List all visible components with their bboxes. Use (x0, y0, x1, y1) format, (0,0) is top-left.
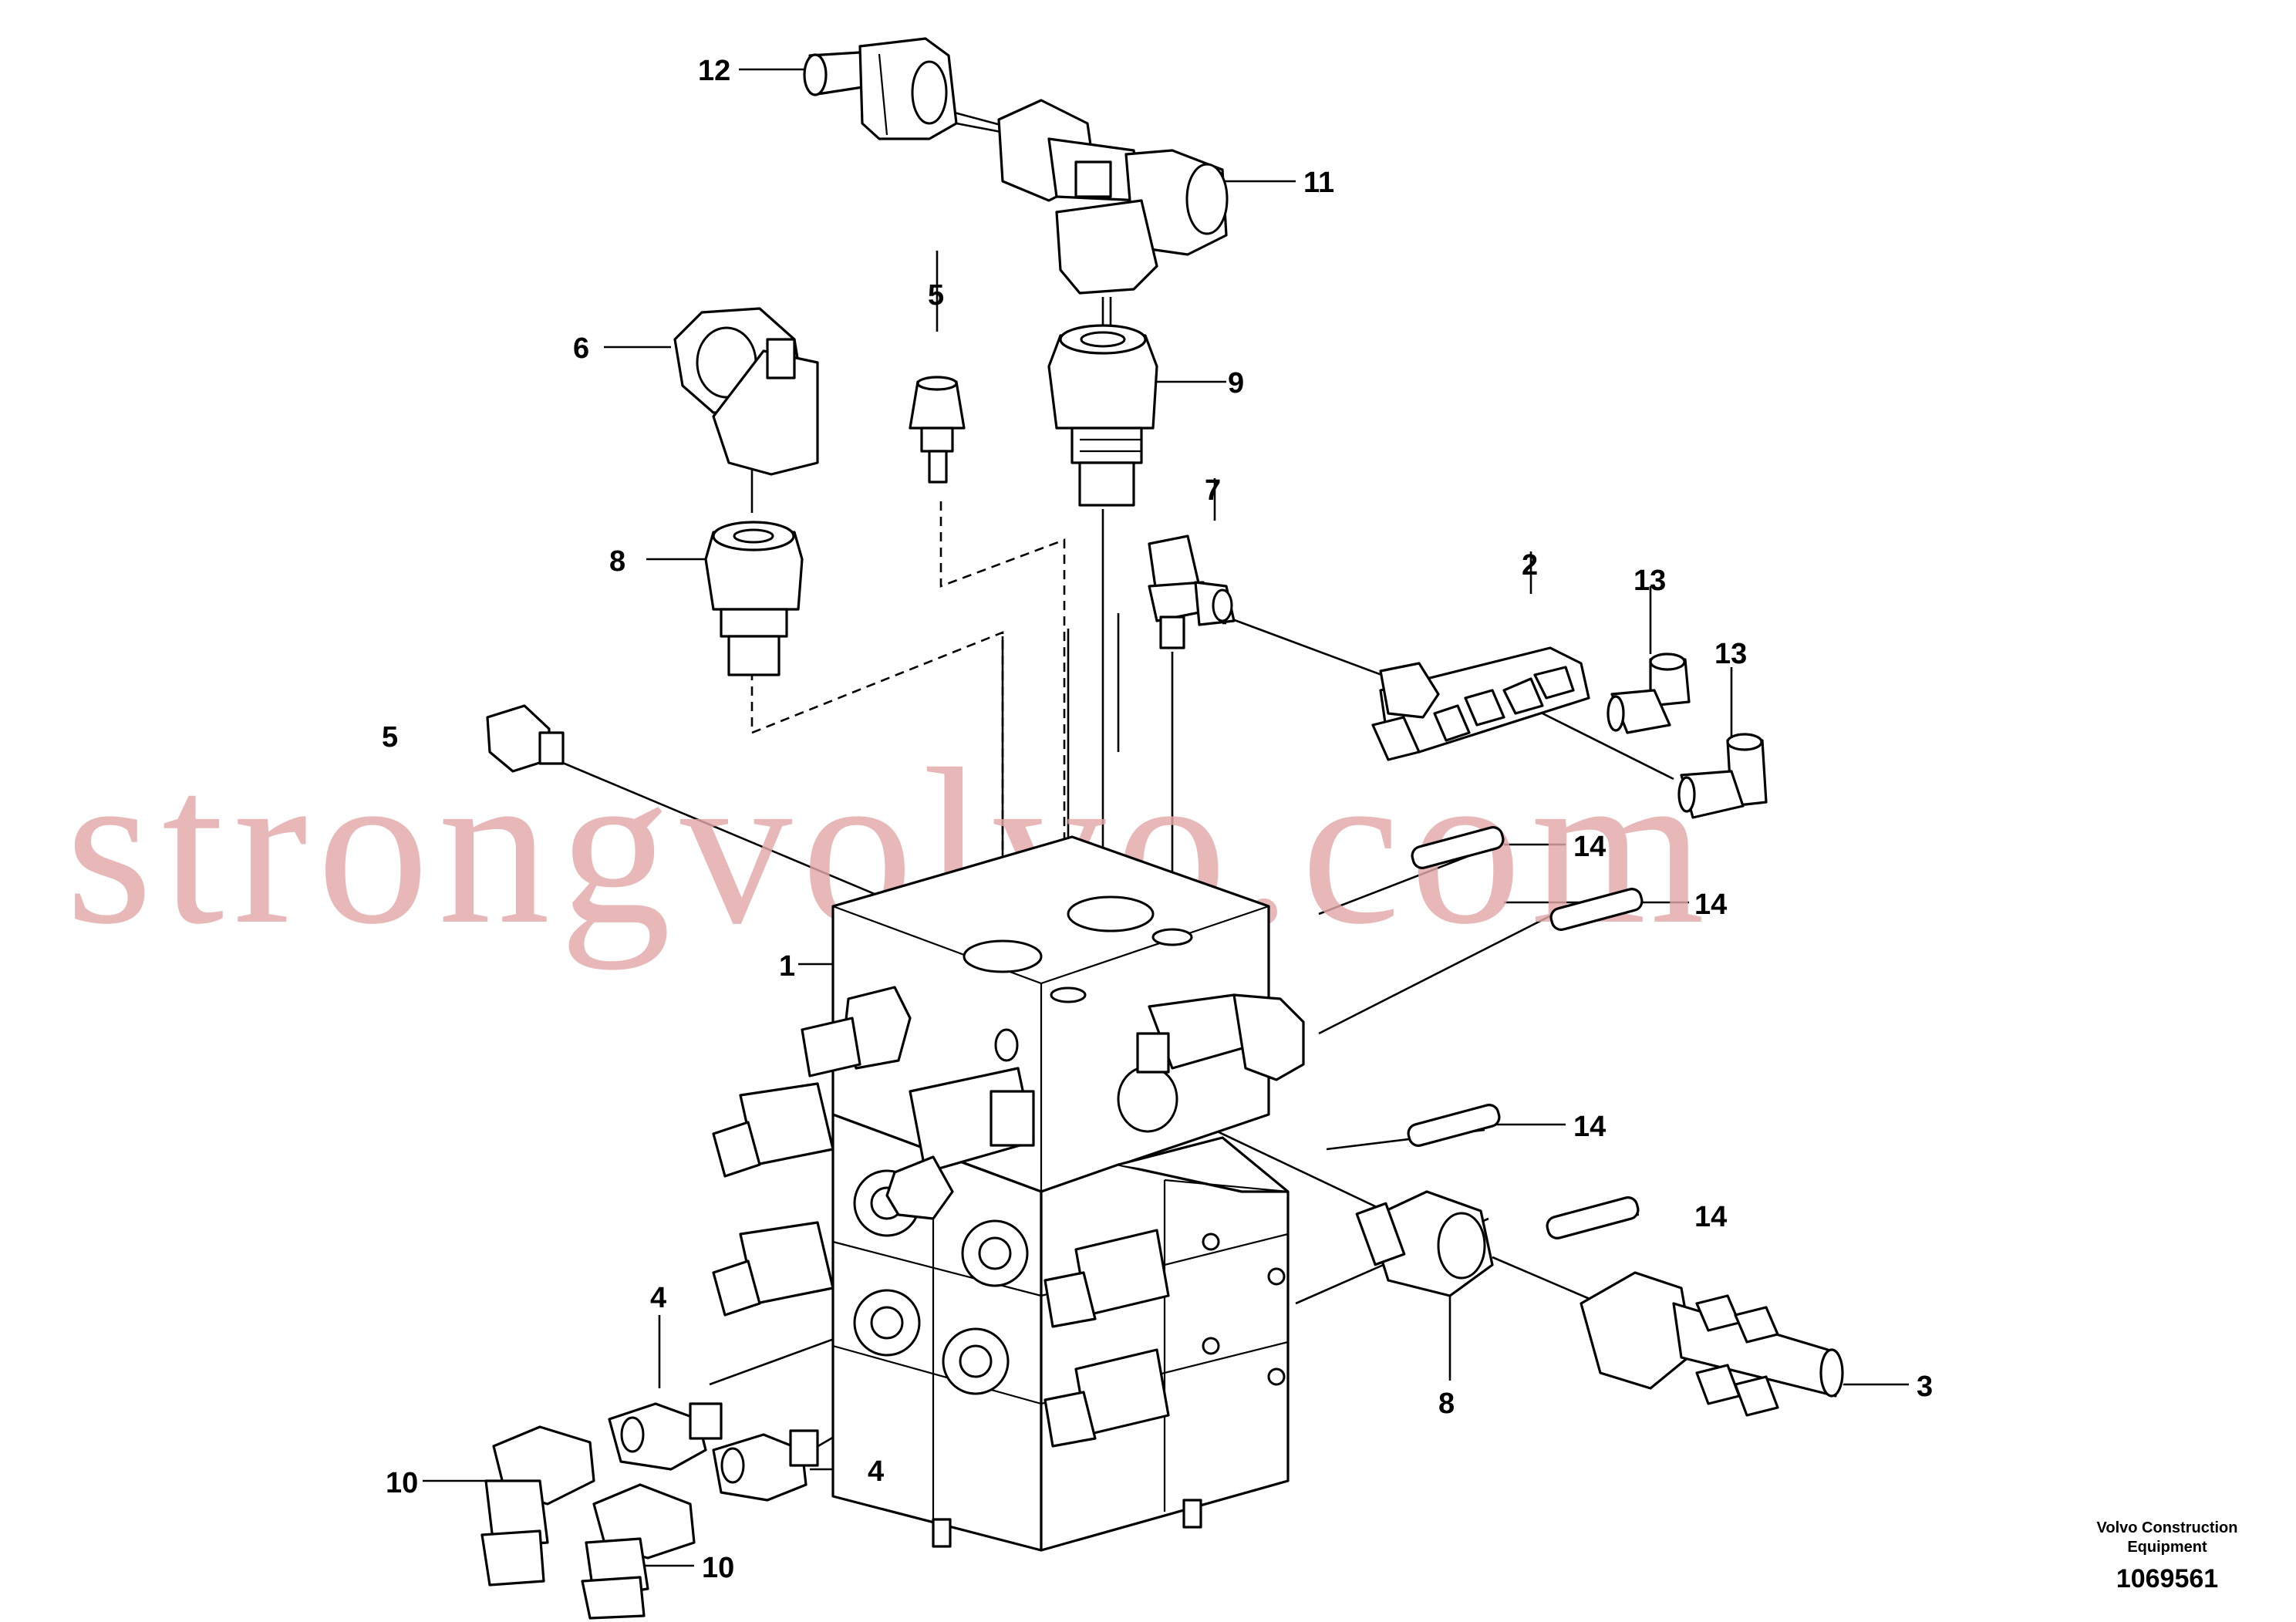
pin-a (1411, 826, 1505, 869)
callout-10-a: 10 (386, 1467, 418, 1499)
part-7-test-point (1148, 534, 1236, 649)
callout-13-b: 13 (1714, 638, 1747, 670)
part-14-pins (1407, 826, 1644, 1239)
callout-12: 12 (698, 55, 730, 87)
callout-1: 1 (779, 950, 795, 983)
part-1-valve-block (712, 835, 1305, 1552)
callout-4-a: 4 (650, 1282, 666, 1314)
part-6-elbow (673, 307, 819, 476)
callout-8-top: 8 (609, 545, 625, 578)
pin-b (1549, 888, 1644, 931)
callout-5-top: 5 (928, 279, 944, 312)
callout-5-left: 5 (382, 721, 398, 754)
callout-10-b: 10 (702, 1552, 734, 1584)
brand-line-2: Equipment (2127, 1539, 2207, 1556)
pin-c (1407, 1104, 1501, 1147)
part-5-plug-top (909, 376, 966, 484)
callout-6: 6 (573, 332, 589, 365)
part-2-manifold (1371, 646, 1590, 761)
dashed-assembly-lines (750, 501, 1066, 983)
callout-3: 3 (1917, 1371, 1933, 1403)
callout-2: 2 (1522, 549, 1538, 582)
callout-labels: 12 11 5 6 9 7 8 2 13 13 5 14 14 1 14 14 … (382, 55, 1933, 1584)
brand-line-1: Volvo Construction (2097, 1519, 2238, 1536)
callout-14-c: 14 (1573, 1111, 1606, 1143)
part-8-adapter-bottom (1355, 1190, 1494, 1297)
part-10-elbow-a (480, 1425, 595, 1587)
part-13-elbow-a (1607, 653, 1691, 734)
part-3-manifold (1580, 1271, 1844, 1417)
callout-9: 9 (1228, 367, 1244, 400)
callout-4-b: 4 (868, 1455, 884, 1488)
callout-11: 11 (1303, 167, 1334, 199)
part-4-adapter-b (712, 1429, 819, 1502)
callout-14-d: 14 (1694, 1201, 1727, 1233)
part-8-adapter-top (704, 521, 804, 676)
part-4-adapter-a (608, 1402, 723, 1471)
drawing-number: 1069561 (2116, 1564, 2218, 1593)
pin-d (1546, 1196, 1640, 1239)
part-10-elbow-b (581, 1483, 696, 1620)
part-13-elbow-b (1677, 733, 1768, 819)
callout-14-b: 14 (1694, 889, 1727, 921)
footer: Volvo Construction Equipment 1069561 (2097, 1519, 2238, 1593)
callout-13-a: 13 (1633, 565, 1666, 597)
part-11-tee-fitting (997, 99, 1229, 295)
callout-8-bottom: 8 (1438, 1388, 1455, 1420)
callout-7: 7 (1205, 474, 1221, 507)
part-5-plug-left (486, 704, 565, 773)
part-9-adapter (1047, 324, 1158, 507)
part-12-connector (803, 37, 958, 140)
callout-14-a: 14 (1573, 831, 1606, 863)
